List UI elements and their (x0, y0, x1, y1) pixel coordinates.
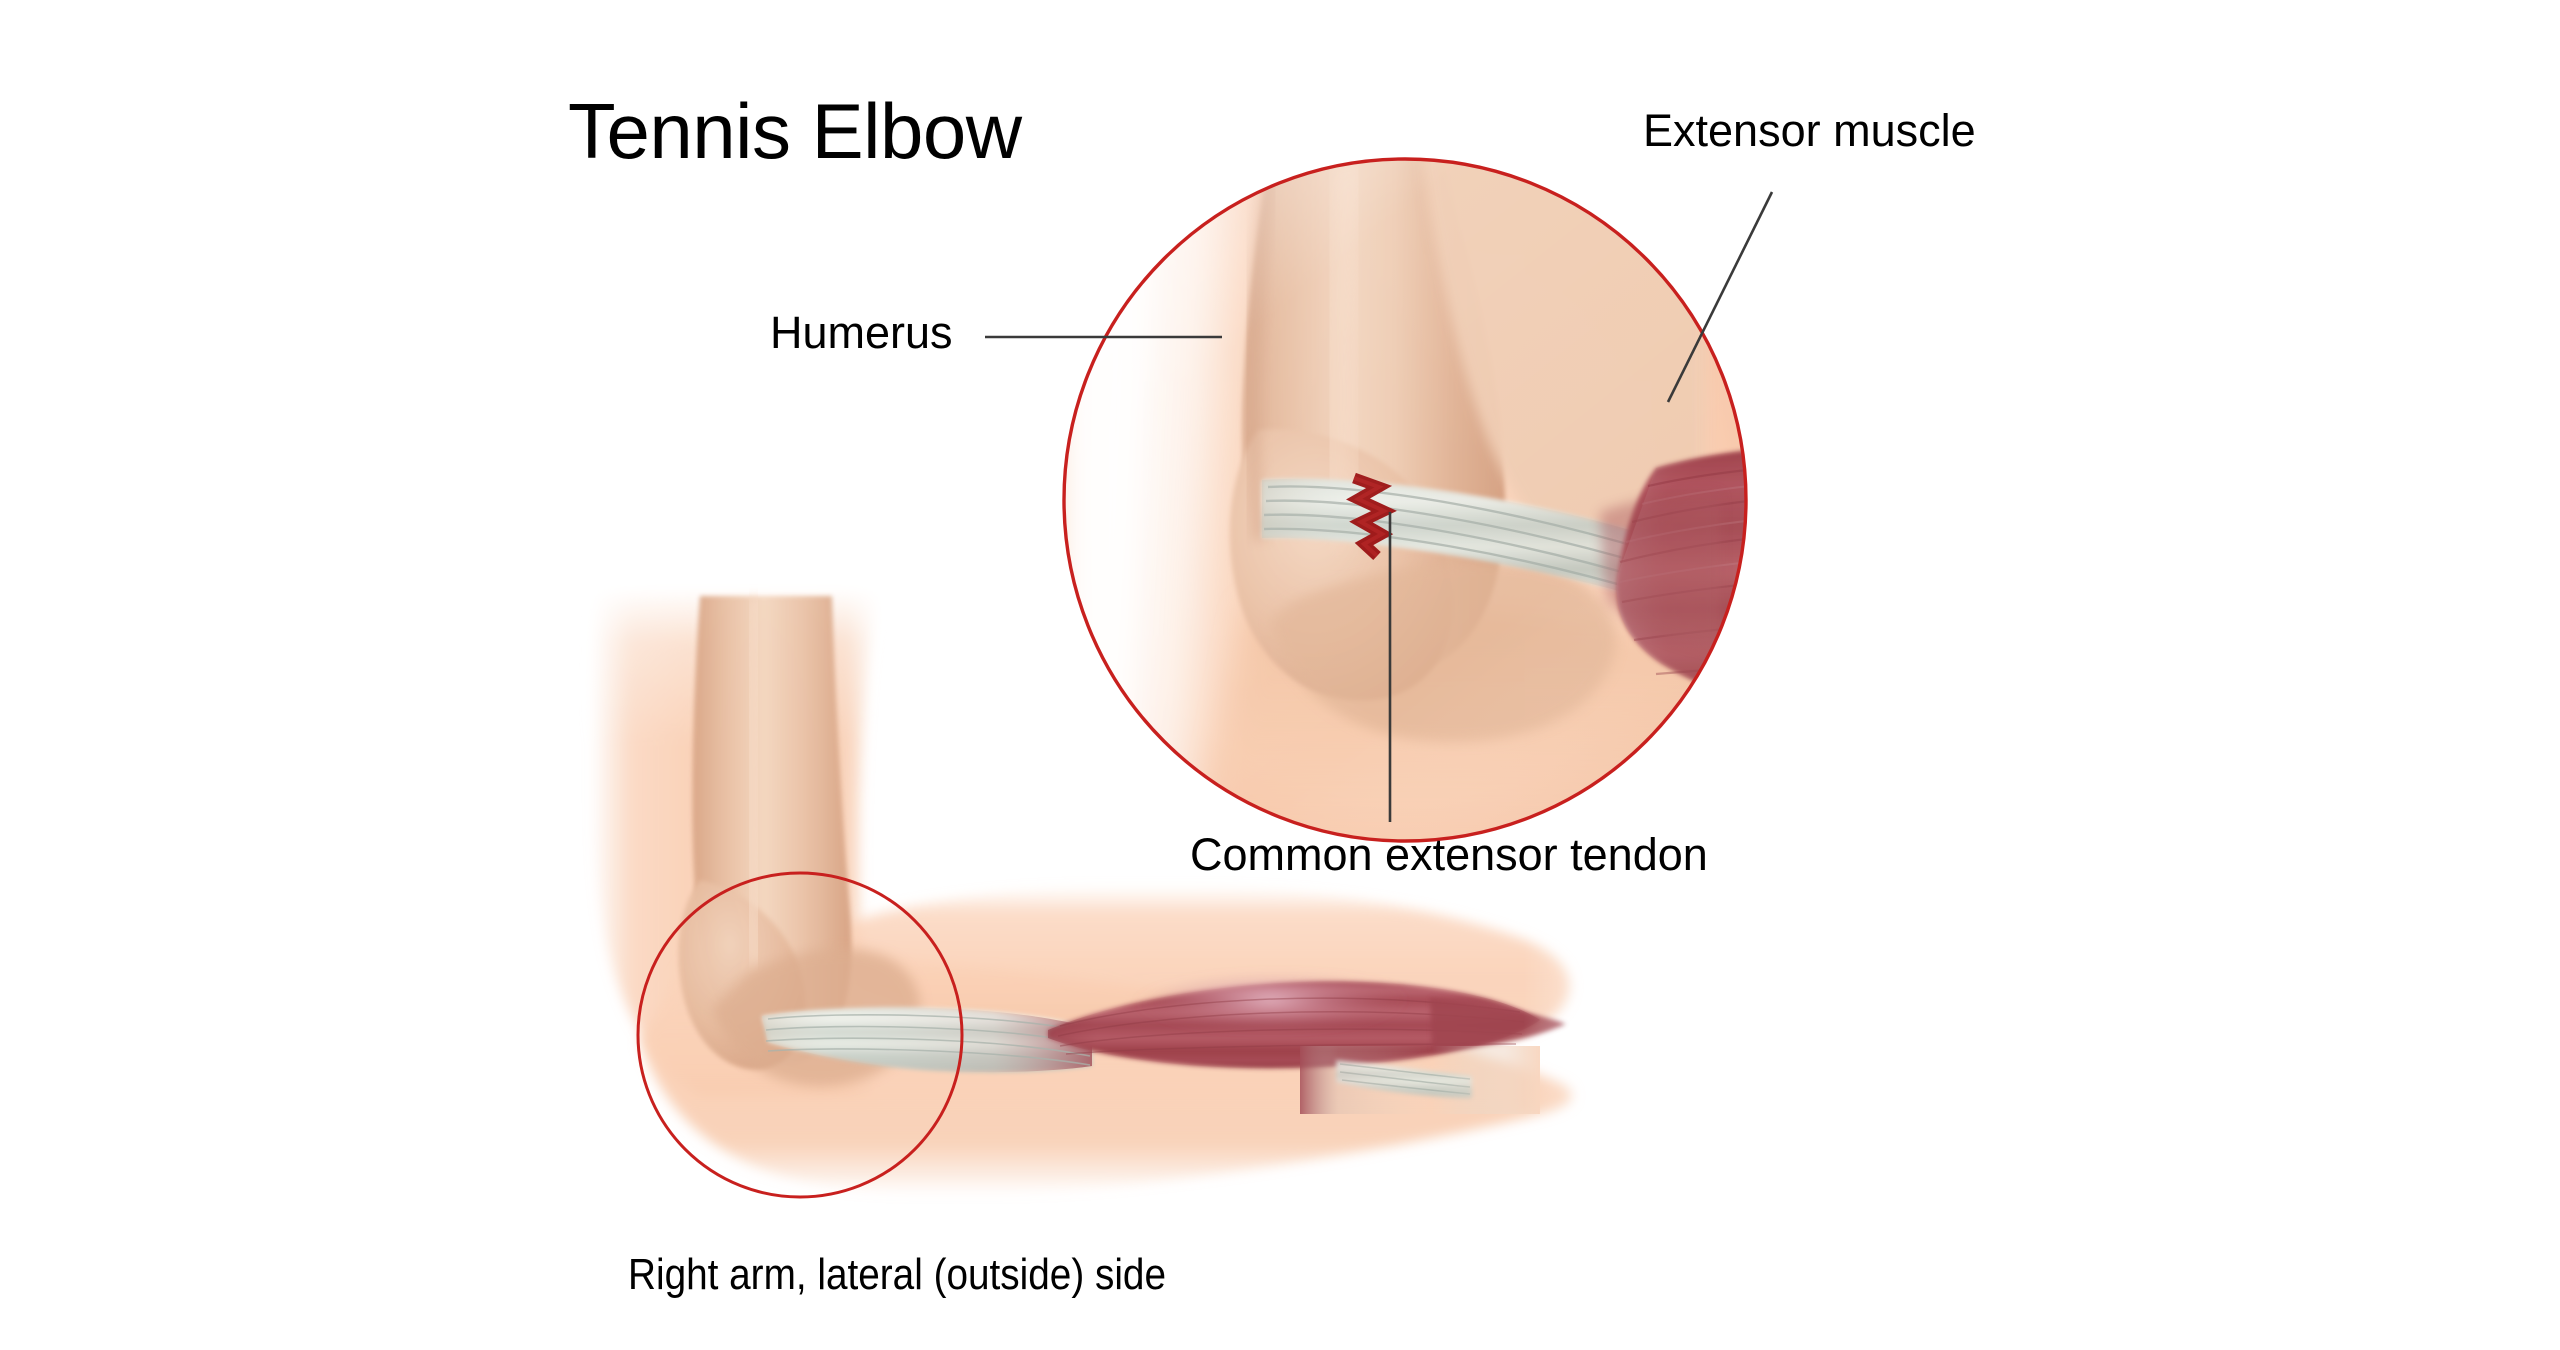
inset-lighting-veil (1065, 160, 1745, 840)
label-humerus: Humerus (770, 307, 953, 358)
region-of-interest-circle (636, 871, 964, 1199)
common-extensor-tendon-overview (762, 1007, 1092, 1073)
page-title: Tennis Elbow (568, 87, 1022, 175)
overview-arm-view (590, 592, 1700, 1220)
figure-caption: Right arm, lateral (outside) side (628, 1250, 1166, 1299)
inset-outline-circle (1062, 157, 1748, 843)
label-extensor-muscle: Extensor muscle (1643, 105, 1976, 156)
label-common-extensor-tendon: Common extensor tendon (1190, 829, 1708, 880)
annotation-leader-lines (985, 191, 1774, 822)
forearm-fade (1280, 880, 1700, 1220)
extensor-muscle-leader-line (1666, 191, 1774, 403)
